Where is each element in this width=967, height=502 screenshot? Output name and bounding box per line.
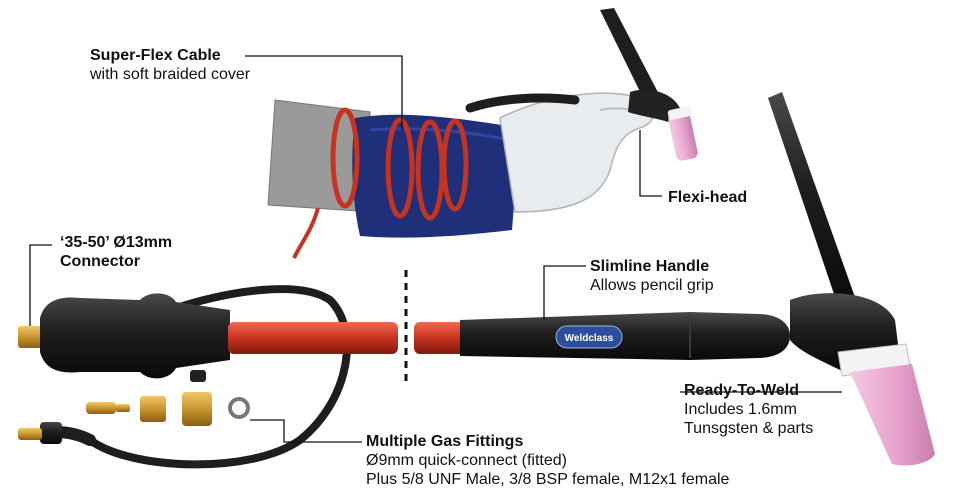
label-ready-to-weld: Ready-To-Weld Includes 1.6mm Tunsgsten &… xyxy=(684,381,813,439)
label-text: Ø9mm quick-connect (fitted) xyxy=(366,452,567,470)
label-text: Allows pencil grip xyxy=(590,277,714,295)
label-title: Super-Flex Cable xyxy=(90,47,221,64)
label-text-2: Tunsgsten & parts xyxy=(684,420,814,438)
label-slimline-handle: Slimline Handle Allows pencil grip xyxy=(590,257,714,295)
label-text: with soft braided cover xyxy=(90,66,251,84)
label-text-2: Plus 5/8 UNF Male, 3/8 BSP female, M12x1… xyxy=(366,471,730,489)
label-gas-fittings: Multiple Gas Fittings Ø9mm quick-connect… xyxy=(366,432,729,490)
torch-assembly: Weldclass xyxy=(18,92,935,469)
label-title: ‘35-50’ Ø13mm xyxy=(60,234,173,251)
arm-glove-illustration xyxy=(267,8,698,259)
label-flexi-head: Flexi-head xyxy=(668,188,747,207)
label-subtitle: Connector xyxy=(60,253,140,271)
brand-badge xyxy=(555,325,623,349)
leader-lines xyxy=(29,55,842,443)
fitting-bsp-female xyxy=(182,392,212,426)
label-super-flex-cable: Super-Flex Cable with soft braided cover xyxy=(90,46,250,84)
label-title: Slimline Handle xyxy=(590,258,710,275)
gas-fittings xyxy=(86,392,250,426)
label-connector: ‘35-50’ Ø13mm Connector xyxy=(60,233,172,271)
fitting-quick-connect xyxy=(86,402,116,414)
label-title: Flexi-head xyxy=(668,189,748,206)
fitting-unf-male xyxy=(140,396,166,422)
label-title: Ready-To-Weld xyxy=(684,382,799,399)
fitting-clip xyxy=(228,397,250,419)
label-text: Includes 1.6mm xyxy=(684,401,797,419)
label-title: Multiple Gas Fittings xyxy=(366,433,524,450)
brand-text: Weldclass xyxy=(565,333,614,344)
